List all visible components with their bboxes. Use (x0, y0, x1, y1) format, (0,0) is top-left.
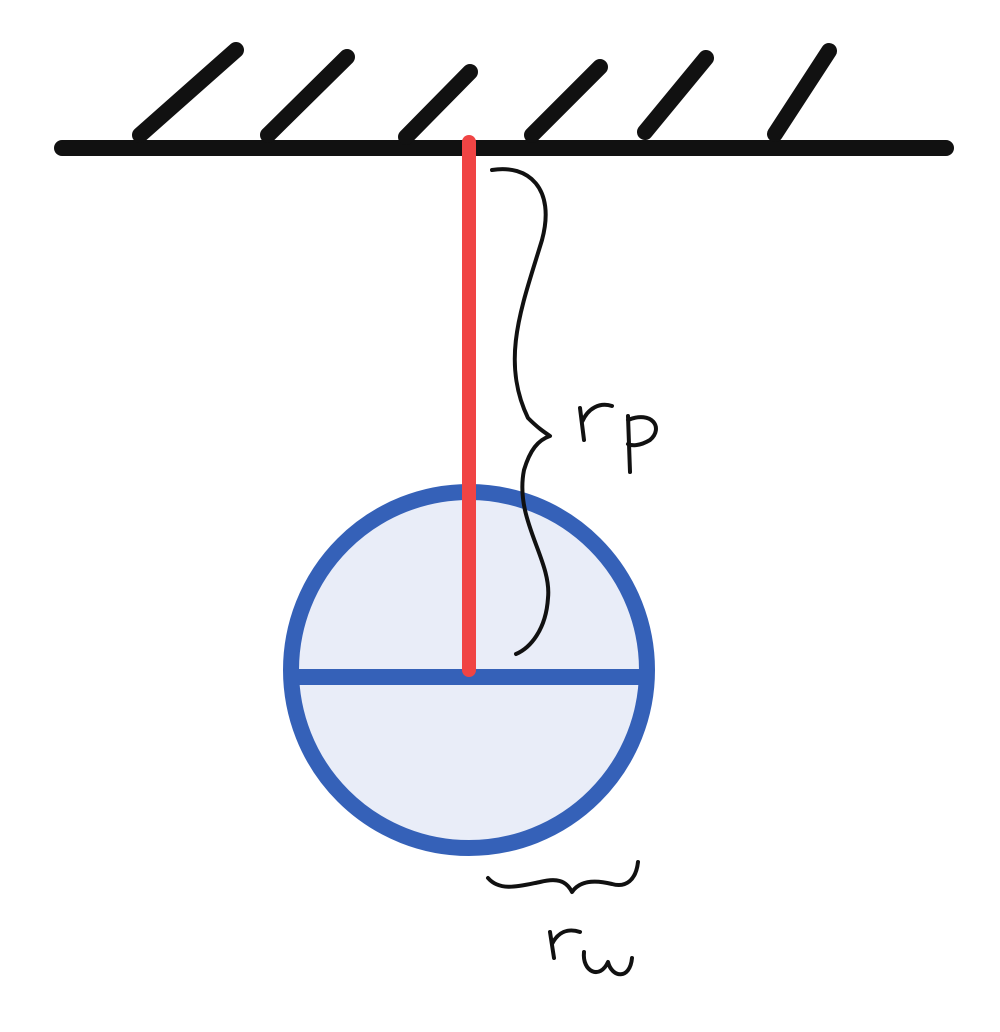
ceiling-hatch-1 (132, 42, 244, 143)
weight-radius-brace (486, 860, 640, 894)
label-rw-w (581, 950, 634, 977)
label-rw-r (548, 928, 582, 960)
label-rp-p (626, 414, 658, 474)
ceiling-hatch-2 (260, 49, 355, 143)
label-rp-r (578, 402, 614, 442)
label-rw (548, 928, 634, 977)
ceiling (54, 42, 954, 156)
ceiling-hatch-5 (637, 50, 714, 140)
rod-length-brace (490, 167, 552, 656)
ceiling-hatch-4 (524, 59, 608, 143)
ceiling-hatch-6 (767, 43, 837, 142)
ceiling-hatch-3 (398, 64, 478, 145)
label-rp (578, 402, 658, 474)
